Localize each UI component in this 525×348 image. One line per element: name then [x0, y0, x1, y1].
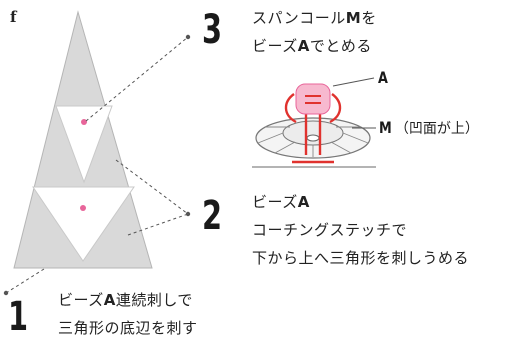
inner-triangle-bottom — [32, 186, 135, 262]
step-1-text-b: 連続刺しで — [115, 291, 193, 309]
leader-end-1 — [3, 290, 9, 296]
thread-arc-right — [329, 93, 342, 124]
step-3-line-2: ビーズAでとめる — [252, 32, 372, 60]
step-1-letter-a: A — [103, 291, 116, 309]
leader-line-2a — [115, 159, 189, 215]
inner-triangle-top — [55, 105, 113, 184]
step-3-text-d: でとめる — [309, 37, 372, 55]
leader-line-1 — [5, 268, 45, 294]
step-3-letter-m: M — [345, 9, 362, 27]
step-3-text-b: を — [361, 9, 377, 27]
leader-line-2b — [127, 213, 189, 236]
callout-line-a — [332, 77, 375, 87]
sequin-callout: M（凹面が上） — [379, 118, 479, 138]
sequin-label-m: M — [379, 118, 392, 137]
step-number-2: 2 — [202, 193, 223, 239]
step-3-line-1: スパンコールMを — [252, 4, 377, 32]
step-2-text-a: ビーズ — [252, 193, 298, 211]
sequin-hole — [306, 134, 320, 142]
step-2-line-2: コーチングステッチで — [252, 221, 408, 239]
step-3-text-c: ビーズ — [252, 37, 298, 55]
step-1-text-a: ビーズ — [58, 291, 104, 309]
leader-end-2 — [185, 211, 191, 217]
sequin-illustration — [252, 77, 376, 168]
step-2-line-1: ビーズA — [252, 188, 310, 216]
sequin-facets — [257, 126, 369, 157]
figure-letter: f — [10, 8, 17, 26]
step-1-line-1: ビーズA連続刺しで — [58, 286, 193, 314]
leader-end-3 — [185, 34, 191, 40]
step-number-3: 3 — [202, 7, 223, 53]
bead-a — [295, 83, 331, 115]
leader-line-3 — [85, 36, 189, 122]
sequin-note: （凹面が上） — [394, 121, 479, 137]
step-3-letter-a: A — [297, 37, 310, 55]
step-1-line-2: 三角形の底辺を刺す — [58, 319, 198, 337]
bead-dot-bottom — [80, 205, 86, 211]
step-number-1: 1 — [8, 294, 29, 340]
bead-label-a: A — [378, 68, 388, 87]
thread-arc-left — [284, 93, 297, 124]
bead-dot-top — [81, 119, 87, 125]
step-3-text-a: スパンコール — [252, 9, 346, 27]
step-2-letter-a: A — [297, 193, 310, 211]
step-2-line-3: 下から上へ三角形を刺しうめる — [252, 249, 470, 267]
